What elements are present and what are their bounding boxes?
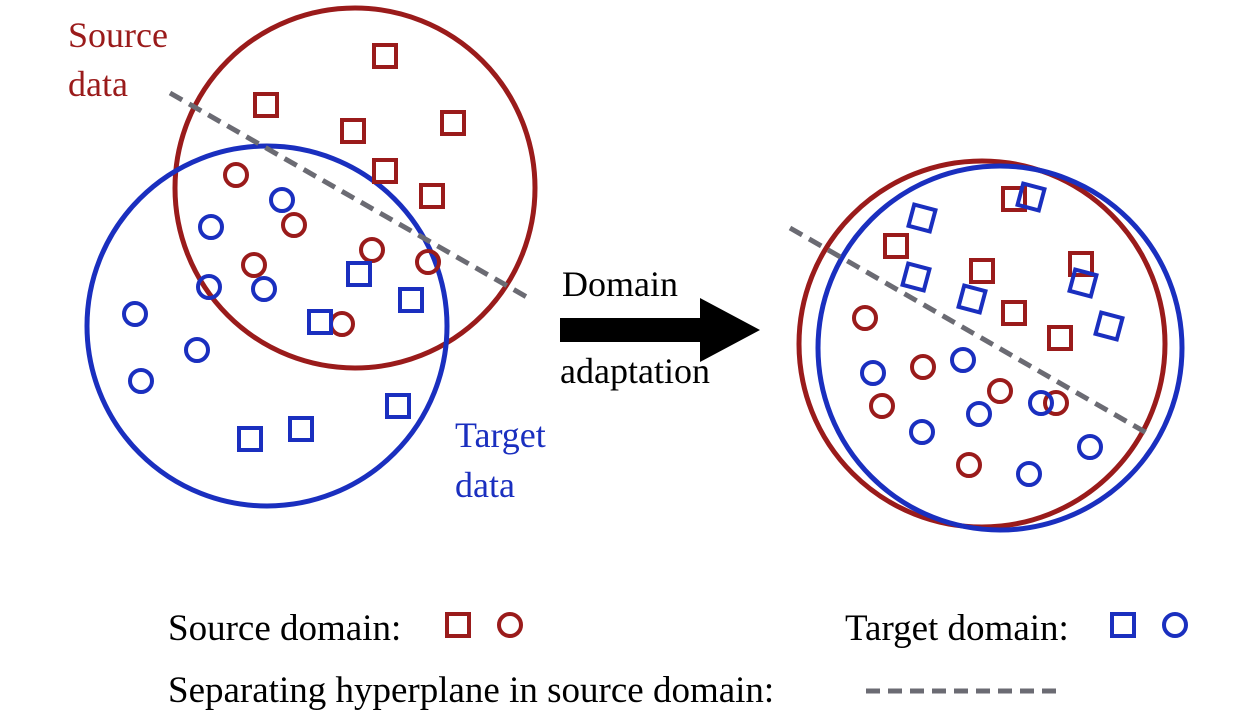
source-square-marker	[883, 233, 909, 259]
source-square-marker	[440, 110, 466, 136]
target-circle-marker	[1028, 390, 1054, 416]
legend-source-circle-icon	[497, 612, 523, 638]
target-square-marker	[346, 261, 372, 287]
legend-target-square-icon	[1110, 612, 1136, 638]
target-circle-marker	[950, 347, 976, 373]
arrow-shape	[560, 298, 760, 362]
legend-source-square-icon	[445, 612, 471, 638]
source-square-marker	[372, 158, 398, 184]
target-square-marker	[1093, 310, 1125, 342]
source-circle-marker	[869, 393, 895, 419]
target-circle-marker	[966, 401, 992, 427]
target-samples	[122, 187, 424, 452]
target-circle-marker	[251, 276, 277, 302]
separating-hyperplane-adapted	[788, 225, 1154, 439]
source-domain-circle-adapted	[796, 158, 1168, 530]
arrow-label-line2: adaptation	[560, 351, 710, 391]
adaptation-arrow: Domain adaptation	[560, 264, 760, 391]
target-square-marker	[906, 202, 938, 234]
target-circle-marker	[269, 187, 295, 213]
source-square-marker	[1047, 325, 1073, 351]
legend-hyperplane-label: Separating hyperplane in source domain:	[168, 670, 774, 711]
target-data-label-line2: data	[455, 465, 515, 505]
source-square-marker	[419, 183, 445, 209]
legend: Source domain: Target domain: Separating…	[168, 608, 1188, 711]
target-circle-marker	[184, 337, 210, 363]
source-domain-circle	[172, 5, 538, 371]
target-circle-marker	[196, 274, 222, 300]
source-square-marker	[1068, 251, 1094, 277]
target-circle-marker	[909, 419, 935, 445]
source-square-marker	[340, 118, 366, 144]
source-square-marker	[1001, 186, 1027, 212]
target-circle-marker	[198, 214, 224, 240]
legend-source-label: Source domain:	[168, 608, 401, 649]
source-samples-adapted	[852, 186, 1094, 478]
source-square-marker	[1001, 300, 1027, 326]
legend-target-label: Target domain:	[845, 608, 1069, 649]
source-square-marker	[372, 43, 398, 69]
target-square-marker	[288, 416, 314, 442]
target-domain-circle	[84, 143, 450, 509]
target-samples-adapted	[860, 181, 1125, 487]
target-domain-circle-adapted	[815, 163, 1185, 533]
target-circle-marker	[122, 301, 148, 327]
source-circle-marker	[241, 252, 267, 278]
after-adaptation-panel	[788, 158, 1185, 533]
source-circle-marker	[329, 311, 355, 337]
source-circle-marker	[223, 162, 249, 188]
before-adaptation-panel: Source data Target data	[68, 5, 546, 509]
target-square-marker	[1067, 267, 1099, 299]
target-square-marker	[956, 283, 988, 315]
target-square-marker	[385, 393, 411, 419]
arrow-label: Domain	[562, 264, 678, 304]
target-circle-marker	[1016, 461, 1042, 487]
source-square-marker	[253, 92, 279, 118]
target-square-marker	[900, 261, 932, 293]
source-square-marker	[969, 258, 995, 284]
target-circle-marker	[128, 368, 154, 394]
target-square-marker	[1015, 181, 1047, 213]
target-circle-marker	[860, 360, 886, 386]
target-square-marker	[307, 309, 333, 335]
source-circle-marker	[1043, 390, 1069, 416]
legend-target-circle-icon	[1162, 612, 1188, 638]
source-data-label: Source	[68, 15, 168, 55]
source-circle-marker	[852, 305, 878, 331]
source-circle-marker	[956, 452, 982, 478]
source-circle-marker	[281, 212, 307, 238]
source-circle-marker	[987, 378, 1013, 404]
source-circle-marker	[910, 354, 936, 380]
target-square-marker	[398, 287, 424, 313]
target-data-label: Target	[455, 415, 546, 455]
source-samples	[223, 43, 466, 337]
target-square-marker	[237, 426, 263, 452]
separating-hyperplane	[168, 90, 534, 303]
source-circle-marker	[415, 249, 441, 275]
target-circle-marker	[1077, 434, 1103, 460]
source-data-label-line2: data	[68, 64, 128, 104]
source-circle-marker	[359, 237, 385, 263]
